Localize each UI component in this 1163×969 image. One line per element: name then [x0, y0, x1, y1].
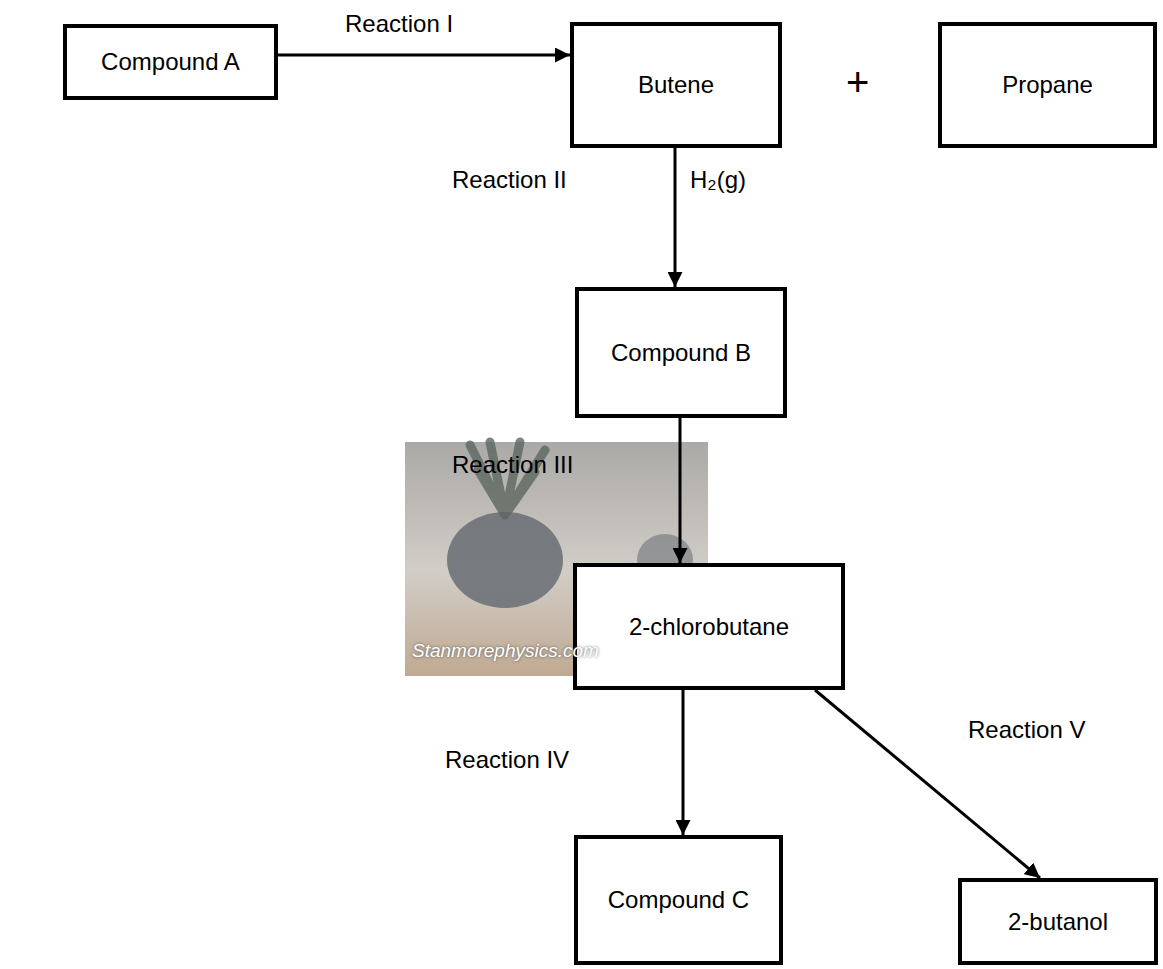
- compound-box: Compound C: [574, 835, 783, 965]
- reagent-label: H₂(g): [690, 166, 746, 195]
- reaction-arrow: [674, 148, 677, 287]
- watermark-text: Stanmorephysics.com: [412, 640, 599, 663]
- reaction-arrow: [278, 54, 570, 57]
- compound-name: Propane: [992, 71, 1103, 99]
- reaction-label: Reaction III: [452, 451, 573, 480]
- plus-sign: +: [846, 58, 869, 106]
- compound-name: 2-chlorobutane: [619, 613, 799, 641]
- reaction-label: Reaction II: [452, 166, 567, 195]
- reaction-label: Reaction IV: [445, 746, 569, 775]
- compound-box: Propane: [938, 22, 1157, 148]
- reaction-arrow: [682, 690, 685, 835]
- compound-name: 2-butanol: [998, 908, 1118, 936]
- compound-name: Compound A: [91, 48, 250, 76]
- reaction-label: Reaction I: [345, 10, 453, 39]
- compound-box: Butene: [570, 22, 782, 148]
- plant-pot: [447, 512, 563, 608]
- compound-name: Compound C: [598, 886, 759, 914]
- compound-box: Compound A: [63, 24, 278, 100]
- reaction-arrow: [679, 418, 682, 563]
- compound-box: Compound B: [575, 287, 787, 418]
- reaction-label: Reaction V: [968, 716, 1085, 745]
- compound-box: 2-butanol: [958, 878, 1158, 965]
- compound-name: Butene: [628, 71, 724, 99]
- compound-name: Compound B: [601, 339, 761, 367]
- compound-box: 2-chlorobutane: [573, 563, 845, 690]
